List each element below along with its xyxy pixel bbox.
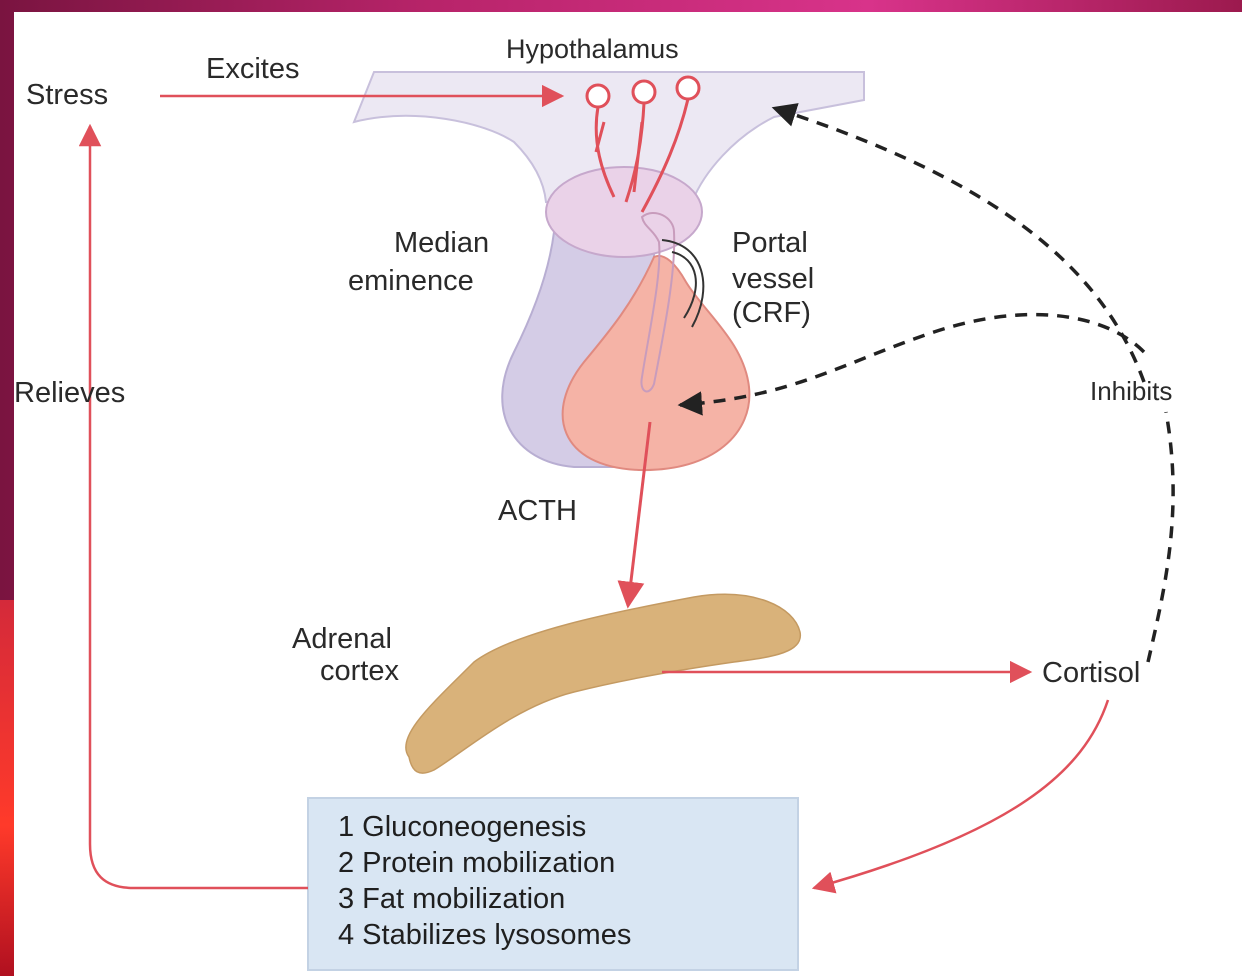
adrenal-cortex-label-line2: cortex (320, 655, 399, 687)
adrenal-cortex (406, 594, 801, 773)
hypothalamus-label: Hypothalamus (506, 34, 679, 64)
cortisol-to-inhibits (1148, 412, 1173, 662)
effect-item: 1 Gluconeogenesis (338, 811, 586, 843)
effect-item: 4 Stabilizes lysosomes (338, 919, 631, 951)
hpa-axis-diagram: Hypothalamus Stress Excites Median emine… (14, 12, 1242, 976)
inhibits-to-hypothalamus (774, 108, 1144, 382)
diagram-panel: Hypothalamus Stress Excites Median emine… (14, 12, 1242, 976)
acth-label: ACTH (498, 495, 577, 527)
relieves-arrow (90, 126, 308, 888)
portal-vessel-label-line1: Portal (732, 227, 808, 259)
effect-item: 3 Fat mobilization (338, 883, 565, 915)
relieves-label: Relieves (14, 377, 125, 409)
inhibits-label: Inhibits (1090, 376, 1172, 406)
portal-vessel-label-line2: vessel (732, 263, 814, 295)
portal-vessel-label-line3: (CRF) (732, 297, 811, 329)
stress-label: Stress (26, 79, 108, 111)
cortisol-to-effects-arrow (814, 700, 1108, 888)
adrenal-cortex-label-line1: Adrenal (292, 623, 392, 655)
effect-item: 2 Protein mobilization (338, 847, 615, 879)
median-eminence-label-line2: eminence (348, 265, 474, 297)
cortisol-label: Cortisol (1042, 657, 1140, 689)
median-eminence-label-line1: Median (394, 227, 489, 259)
excites-label: Excites (206, 53, 299, 85)
